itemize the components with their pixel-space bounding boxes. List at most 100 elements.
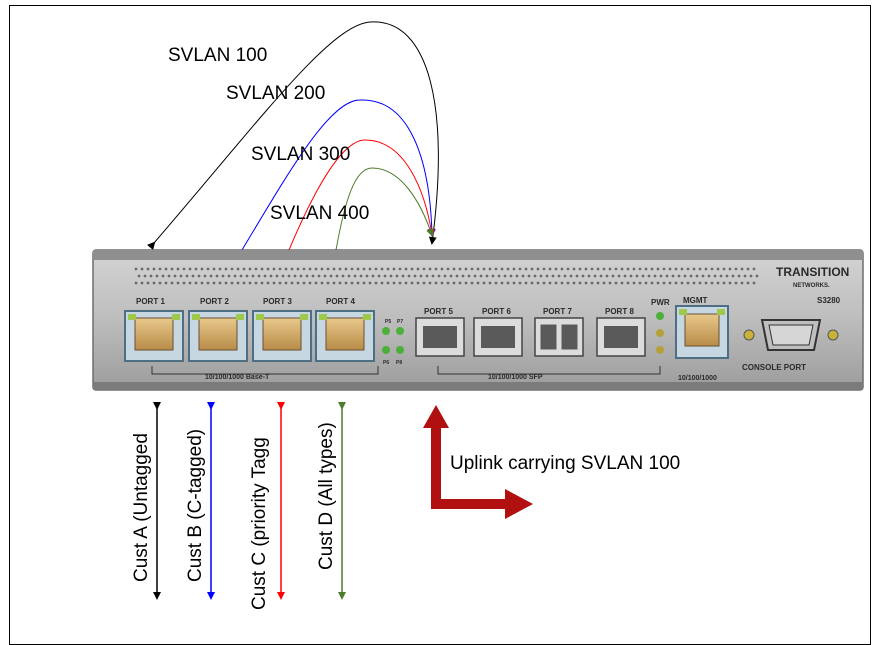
vent-dot: [383, 274, 387, 278]
port-leds: [382, 327, 404, 354]
vent-dot: [488, 281, 492, 285]
svlan-200-label: SVLAN 200: [226, 83, 326, 104]
svlan-100-label: SVLAN 100: [168, 45, 268, 66]
vent-dot: [731, 274, 735, 278]
vent-dot: [746, 267, 750, 271]
vent-dot: [653, 274, 657, 278]
vent-dot: [542, 267, 546, 271]
vent-dot: [404, 267, 408, 271]
vent-dot: [557, 274, 561, 278]
vent-dot: [494, 267, 498, 271]
vent-dot: [521, 274, 525, 278]
vent-dot: [158, 281, 162, 285]
console-port: [743, 319, 839, 351]
vent-dot: [641, 274, 645, 278]
vent-dot: [176, 281, 180, 285]
vent-dot: [188, 281, 192, 285]
vent-dot: [497, 274, 501, 278]
vent-dot: [155, 274, 159, 278]
vent-dot: [428, 281, 432, 285]
vent-dot: [500, 281, 504, 285]
vent-dot: [578, 281, 582, 285]
vent-dot: [560, 281, 564, 285]
vent-dot: [239, 274, 243, 278]
vent-dot: [350, 281, 354, 285]
vent-dot: [590, 281, 594, 285]
vent-dot: [197, 274, 201, 278]
vent-dot: [620, 267, 624, 271]
vent-dot: [278, 281, 282, 285]
vent-dot: [689, 274, 693, 278]
sfp-port-7: [534, 317, 584, 357]
port-3-label: PORT 3: [263, 297, 292, 306]
vent-dot: [140, 267, 144, 271]
vent-dot: [338, 267, 342, 271]
vent-dot: [536, 267, 540, 271]
vent-dot: [332, 267, 336, 271]
vent-dot: [611, 274, 615, 278]
vent-dot: [683, 274, 687, 278]
sfp-port-6: [473, 317, 523, 357]
vent-dot: [692, 267, 696, 271]
vent-dot: [365, 274, 369, 278]
vent-dot: [548, 267, 552, 271]
vent-dot: [515, 274, 519, 278]
vent-dot: [713, 274, 717, 278]
vent-dot: [650, 281, 654, 285]
vent-dot: [560, 267, 564, 271]
vent-dot: [176, 267, 180, 271]
vent-dot: [320, 281, 324, 285]
vent-dot: [662, 267, 666, 271]
vent-dot: [356, 267, 360, 271]
vent-dot: [182, 267, 186, 271]
svlan200-arc: [235, 99, 436, 258]
vent-dot: [482, 281, 486, 285]
vent-dot: [260, 281, 264, 285]
brand-sub-label: NETWORKS.: [793, 283, 830, 289]
vent-dot: [668, 267, 672, 271]
svlan-400-label: SVLAN 400: [270, 203, 370, 224]
vent-dot: [296, 267, 300, 271]
rj45-port-4: [315, 310, 375, 362]
vent-dot: [734, 267, 738, 271]
vent-dot: [488, 267, 492, 271]
svlan400-arc: [330, 167, 434, 257]
vent-dot: [350, 267, 354, 271]
vent-dot: [260, 267, 264, 271]
vent-dot: [179, 274, 183, 278]
vent-dot: [275, 274, 279, 278]
vent-dot: [188, 267, 192, 271]
vent-dot: [278, 267, 282, 271]
vent-dot: [200, 267, 204, 271]
vent-dot: [440, 267, 444, 271]
vent-dot: [752, 267, 756, 271]
cust-b-label: Cust B (C-tagged): [185, 428, 206, 582]
vent-dot: [494, 281, 498, 285]
vent-dot: [704, 267, 708, 271]
vent-dot: [326, 281, 330, 285]
vent-dot: [134, 281, 138, 285]
vent-dot: [422, 281, 426, 285]
vent-dot: [458, 281, 462, 285]
vent-dot: [563, 274, 567, 278]
vent-dot: [551, 274, 555, 278]
vent-dot: [380, 267, 384, 271]
vent-dot: [398, 281, 402, 285]
vent-dot: [266, 281, 270, 285]
vent-dot: [152, 267, 156, 271]
vent-dot: [314, 267, 318, 271]
vent-dot: [368, 281, 372, 285]
vent-dot: [425, 274, 429, 278]
vent-dot: [323, 274, 327, 278]
vent-dot: [407, 274, 411, 278]
vent-dot: [215, 274, 219, 278]
vent-dot: [218, 281, 222, 285]
vent-dot: [590, 267, 594, 271]
sfp-group-label: 10/100/1000 SFP: [488, 374, 543, 381]
vent-dot: [605, 274, 609, 278]
vent-dot: [464, 267, 468, 271]
vent-dot: [671, 274, 675, 278]
vent-dot: [536, 281, 540, 285]
vent-dot: [266, 267, 270, 271]
vent-dot: [719, 274, 723, 278]
